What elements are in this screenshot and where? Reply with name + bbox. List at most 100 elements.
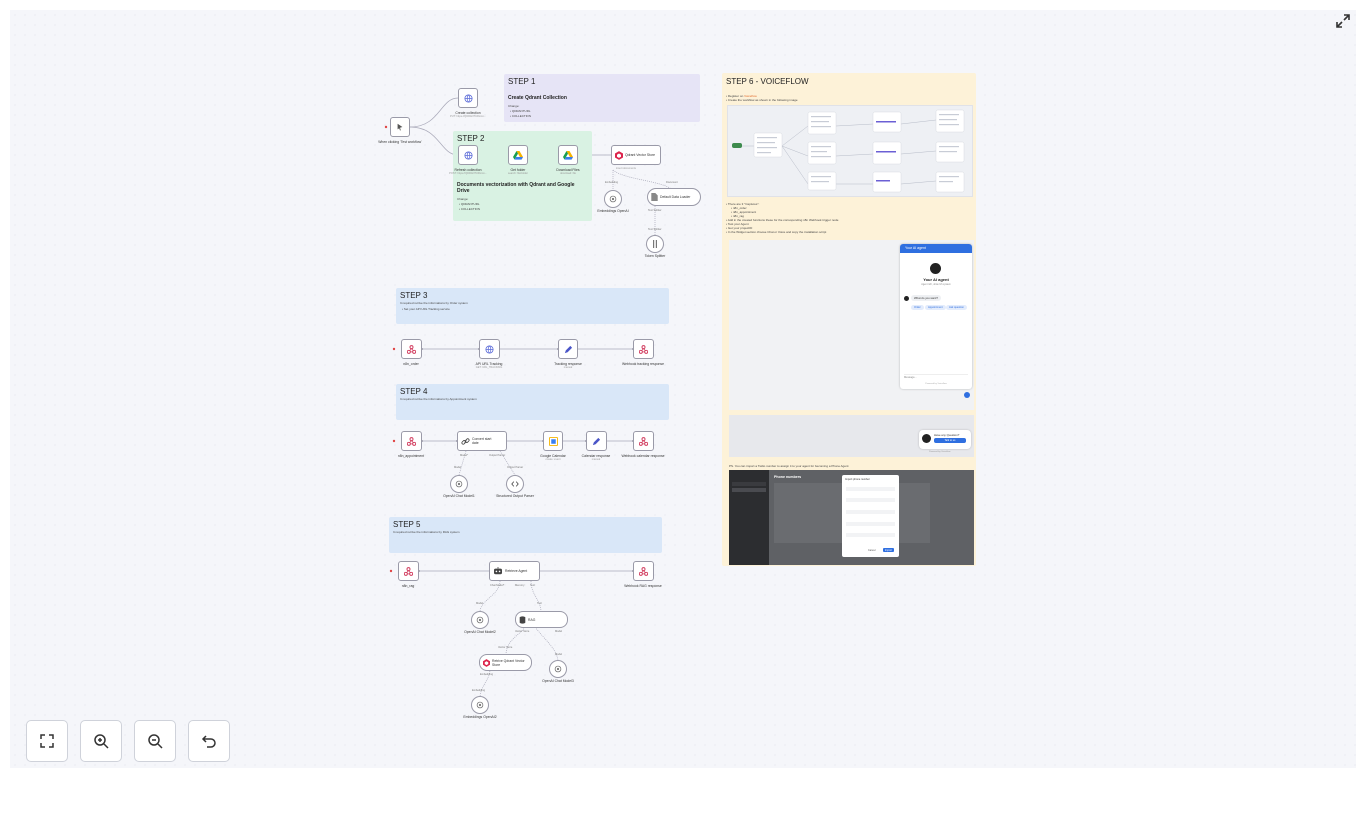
retrieve-qdrant-vector-store-node[interactable]: Retrive Qdrant Vector Store — [479, 654, 532, 671]
message-avatar — [904, 296, 909, 301]
node-label: Embeddings OpenAI — [597, 209, 629, 213]
n8n-rag-webhook-node[interactable] — [398, 561, 419, 581]
get-folder-node[interactable] — [508, 145, 528, 165]
node-sublabel: create: event — [545, 458, 561, 461]
node-label: API URL Tracking — [475, 362, 503, 366]
modal-field[interactable] — [846, 487, 895, 491]
chat-launcher-icon[interactable] — [964, 392, 970, 398]
step5-desc: It required retrive the informations by … — [393, 530, 460, 534]
n8n-order-webhook-node[interactable] — [401, 339, 422, 359]
voiceflow-link[interactable]: Voiceflow — [744, 94, 757, 98]
google-drive-icon — [513, 150, 523, 160]
port-label: Output Parser — [489, 454, 506, 457]
talk-button[interactable]: Talk to us — [934, 438, 966, 443]
step1-item-text: QDRANTURL — [511, 109, 531, 113]
node-label: n8n_rag — [401, 584, 415, 588]
globe-icon — [463, 93, 473, 103]
webhook-rag-response-node[interactable] — [633, 561, 654, 581]
undo-icon — [201, 735, 216, 748]
node-label: Calendar response — [581, 454, 611, 458]
n8n-appointment-webhook-node[interactable] — [401, 431, 422, 451]
node-label: Webhook RAG response — [624, 584, 662, 588]
chip-appointment[interactable]: Appointment — [925, 305, 946, 310]
agent-avatar — [930, 263, 941, 274]
chat-input[interactable]: Message... — [904, 374, 968, 381]
step4-sticky[interactable]: STEP 4 It required retrive the informati… — [396, 384, 669, 420]
fullscreen-icon[interactable] — [1335, 13, 1351, 29]
workflow-canvas[interactable]: STEP 1 Create Qdrant Collection Change: … — [10, 10, 1356, 768]
modal-field[interactable] — [846, 533, 895, 537]
step3-sticky[interactable]: STEP 3 It required retrive the informati… — [396, 288, 669, 324]
structured-output-parser-node[interactable] — [506, 475, 524, 493]
step5-sticky[interactable]: STEP 5 It required retrive the informati… — [389, 517, 662, 553]
convert-start-date-node[interactable]: Convert start date — [457, 431, 507, 451]
step6-more-text: Get your projectID — [727, 226, 753, 230]
api-url-tracking-node[interactable] — [479, 339, 500, 359]
modal-field[interactable] — [846, 510, 895, 514]
token-splitter-node[interactable] — [646, 235, 664, 253]
rag-tool-node[interactable]: RAG — [515, 611, 568, 628]
node-label: Get folder — [510, 168, 526, 172]
chat-widget-header-title: Your AI agent — [905, 246, 926, 250]
google-calendar-node[interactable] — [543, 431, 563, 451]
import-phone-modal: Import phone number Cancel Import — [842, 475, 899, 557]
default-data-loader-node[interactable]: Default Data Loader — [647, 188, 701, 206]
embeddings-openai2-node[interactable] — [471, 696, 489, 714]
phone-numbers-image: Phone numbers Import phone number Cancel… — [729, 470, 974, 565]
node-label: OpenAI Chat Model1 — [443, 494, 475, 498]
capture-item: • n8n_rag — [731, 214, 744, 218]
webhook-icon — [407, 436, 416, 446]
port-label: Memory — [515, 584, 525, 587]
embeddings-openai-node[interactable] — [604, 190, 622, 208]
globe-icon — [485, 344, 494, 354]
phone-numbers-title: Phone numbers — [774, 475, 802, 479]
node-label: When clicking 'Test workflow' — [378, 140, 422, 144]
manual-trigger-node[interactable] — [390, 117, 410, 137]
download-files-node[interactable] — [558, 145, 578, 165]
chip-ask-question[interactable]: Ask question — [946, 305, 967, 310]
openai-chat-model2-node[interactable] — [471, 611, 489, 629]
node-label: Refresh collection — [454, 168, 482, 172]
calendar-response-node[interactable] — [586, 431, 607, 451]
step6-sticky[interactable]: STEP 6 - VOICEFLOW • Register on Voicefl… — [722, 73, 976, 566]
chip-order[interactable]: Order — [911, 305, 924, 310]
agent-name: Your AI agent — [923, 277, 949, 282]
qdrant-vector-store-node[interactable]: Qdrant Vector Store — [611, 145, 661, 165]
modal-field[interactable] — [846, 522, 895, 526]
port-label: Text Splitter — [648, 228, 662, 231]
port-label: Chat Model* — [490, 584, 505, 587]
captures-head: • There are 3 "Captures": — [726, 202, 760, 206]
node-title: Retrieve Agent — [505, 569, 528, 573]
create-collection-node[interactable] — [458, 88, 478, 108]
webhook-icon — [404, 566, 413, 576]
zoom-in-button[interactable] — [80, 720, 122, 762]
port-label: Embedding — [605, 181, 619, 184]
refresh-collection-node[interactable] — [458, 145, 478, 165]
openai-chat-model1-node[interactable] — [450, 475, 468, 493]
reset-zoom-button[interactable] — [188, 720, 230, 762]
voiceflow-sidebar-item — [732, 482, 766, 486]
webhook-tracking-response-node[interactable] — [633, 339, 654, 359]
step1-sticky[interactable]: STEP 1 Create Qdrant Collection Change: … — [504, 74, 700, 122]
modal-import-button[interactable]: Import — [883, 548, 894, 552]
qdrant-icon — [483, 658, 490, 667]
webhook-icon — [639, 566, 648, 576]
openai-chat-model3-node[interactable] — [549, 660, 567, 678]
retrieve-agent-node[interactable]: Retrieve Agent — [489, 561, 540, 581]
capture-item: • n8n_order — [731, 206, 747, 210]
step6-more: • Get your projectID — [726, 226, 753, 230]
tracking-response-node[interactable] — [558, 339, 578, 359]
openai-icon — [476, 616, 484, 624]
step6-more: • Add in the created functions these for… — [726, 218, 839, 222]
database-icon — [519, 615, 526, 624]
modal-field[interactable] — [846, 498, 895, 502]
fit-view-button[interactable] — [26, 720, 68, 762]
zoom-out-button[interactable] — [134, 720, 176, 762]
port-label: Embedding — [472, 689, 486, 692]
webhook-calendar-response-node[interactable] — [633, 431, 654, 451]
captures-head-text: There are 3 "Captures": — [727, 202, 760, 206]
node-label: Structured Output Parser — [496, 494, 534, 498]
port-label: Model — [555, 630, 563, 633]
node-label: OpenAI Chat Model2 — [464, 630, 496, 634]
modal-cancel-button[interactable]: Cancel — [868, 549, 876, 552]
